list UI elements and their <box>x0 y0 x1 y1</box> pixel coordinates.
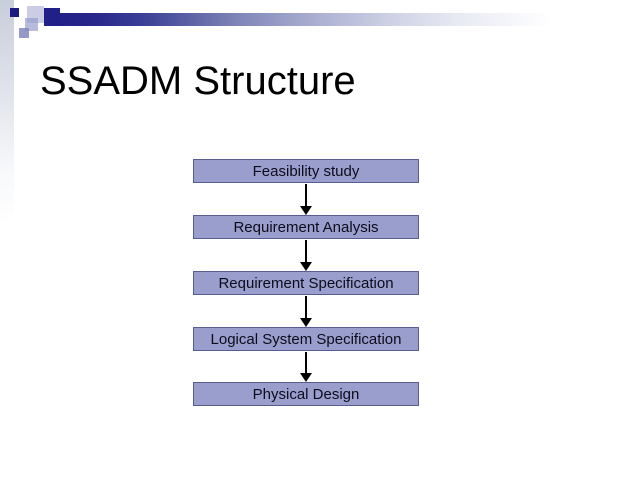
decor-square-purple-icon <box>19 28 29 38</box>
arrow-head-icon <box>300 318 312 327</box>
decor-square-medium-icon <box>25 18 38 31</box>
decor-square-navy-large-icon <box>44 8 60 26</box>
arrow-head-icon <box>300 373 312 382</box>
flow-arrow-4 <box>300 352 313 382</box>
arrow-head-icon <box>300 206 312 215</box>
flow-step-requirement-specification: Requirement Specification <box>193 271 419 295</box>
flow-step-physical-design: Physical Design <box>193 382 419 406</box>
flow-step-feasibility-study: Feasibility study <box>193 159 419 183</box>
slide-title: SSADM Structure <box>40 59 356 103</box>
flow-step-requirement-analysis: Requirement Analysis <box>193 215 419 239</box>
flow-step-logical-system-specification: Logical System Specification <box>193 327 419 351</box>
arrow-shaft <box>305 240 307 263</box>
flow-arrow-2 <box>300 240 313 271</box>
arrow-shaft <box>305 184 307 207</box>
top-gradient-bar <box>44 13 640 26</box>
flow-arrow-1 <box>300 184 313 215</box>
arrow-shaft <box>305 352 307 374</box>
flow-arrow-3 <box>300 296 313 327</box>
arrow-shaft <box>305 296 307 319</box>
left-edge-gradient <box>0 0 14 300</box>
decor-square-navy-small-icon <box>10 8 19 17</box>
arrow-head-icon <box>300 262 312 271</box>
